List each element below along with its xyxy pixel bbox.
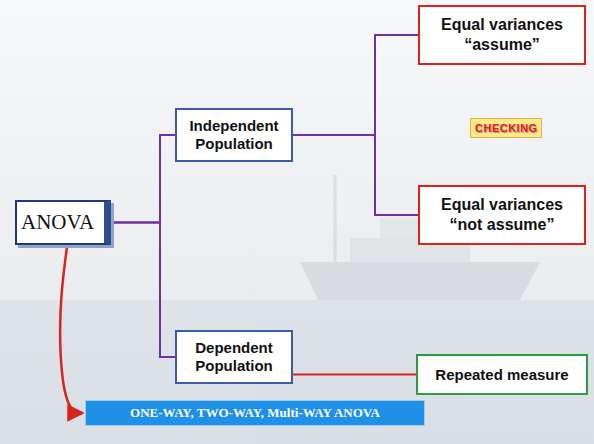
method-box: Repeated measure <box>416 354 588 395</box>
branch-line <box>111 135 175 223</box>
box-text: Equal variances “not assume” <box>426 195 578 235</box>
branch-line <box>293 35 418 135</box>
box-text: ONE-WAY, TWO-WAY, Multi-WAY ANOVA <box>92 405 418 421</box>
check-badge: CHECKING <box>470 118 542 138</box>
branch-line <box>111 223 175 358</box>
box-text: ANOVA <box>21 210 100 235</box>
option-box: Equal variances “not assume” <box>418 185 586 245</box>
box-text: Independent Population <box>183 117 285 153</box>
box-text: Equal variances “assume” <box>426 15 578 55</box>
curved-arrow <box>60 247 83 413</box>
sea <box>0 300 594 444</box>
branch-line <box>293 374 416 376</box>
branch-line <box>293 135 418 215</box>
box-text: Repeated measure <box>424 366 580 383</box>
ship-hull <box>300 262 540 300</box>
box-text: CHECKING <box>475 122 537 134</box>
box-text: Dependent Population <box>183 339 285 375</box>
ship-silhouette <box>0 175 594 444</box>
option-box: Equal variances “assume” <box>418 5 586 65</box>
types-banner: ONE-WAY, TWO-WAY, Multi-WAY ANOVA <box>85 400 425 426</box>
category-box: Independent Population <box>175 108 293 162</box>
root-box: ANOVA <box>15 200 111 245</box>
ship-mast <box>334 175 337 262</box>
category-box: Dependent Population <box>175 330 293 384</box>
